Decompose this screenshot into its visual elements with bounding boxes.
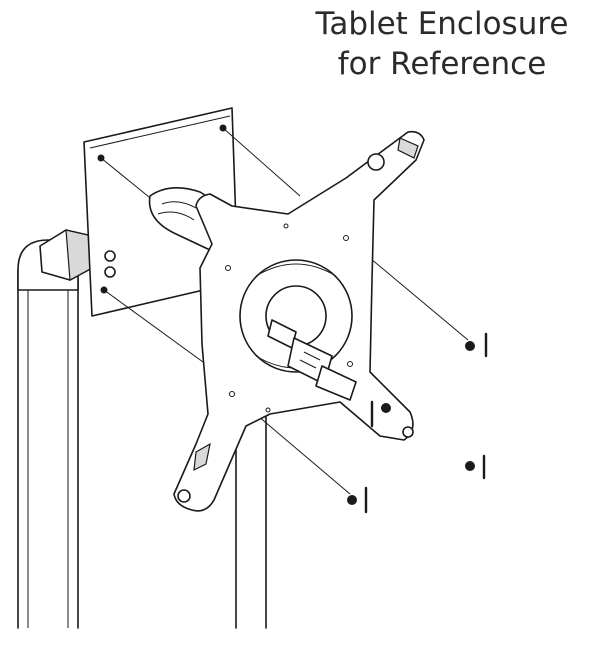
screw-bottom: [347, 486, 368, 514]
caption-line-2: for Reference: [337, 46, 547, 82]
front-adapter-plate: [173, 130, 425, 512]
screw-head-icon: [381, 403, 391, 413]
plate-slot: [402, 426, 414, 438]
diagram-caption: Tablet Enclosure for Reference: [292, 4, 592, 84]
plate-slot: [367, 153, 385, 171]
screw-head-icon: [465, 341, 475, 351]
screw-center: [370, 400, 391, 428]
caption-line-1: Tablet Enclosure: [315, 6, 569, 42]
rear-support-post: [235, 409, 267, 629]
screw-right-lower: [465, 454, 486, 480]
plate-slot: [177, 489, 191, 503]
usb-dongle: [267, 319, 357, 401]
stand-pole: [17, 239, 79, 629]
screw-head-icon: [465, 461, 475, 471]
pole-clamp: [39, 229, 93, 281]
screw-right-upper: [465, 332, 488, 358]
screw-head-icon: [347, 495, 357, 505]
